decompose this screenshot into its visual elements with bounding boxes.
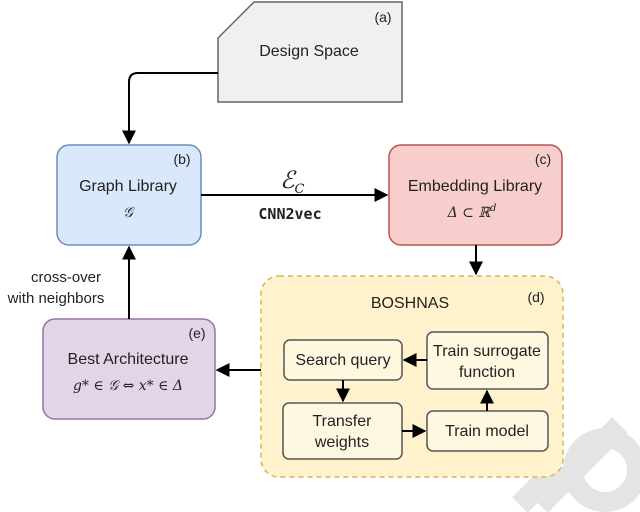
encoder-name: CNN2vec [258, 205, 321, 223]
encoder-symbol: ℰC [280, 166, 305, 197]
crossover-label-line2: with neighbors [7, 290, 105, 307]
graph-library-math: 𝒢 [123, 205, 135, 221]
embedding-library-math: Δ ⊂ ℝd [447, 203, 497, 221]
graph-library-label: Graph Library [79, 178, 177, 195]
embedding-library-tag: (c) [535, 151, 551, 167]
design-space-tag: (a) [374, 9, 391, 25]
crossover-label-line1: cross-over [31, 269, 101, 286]
design-space-label: Design Space [259, 43, 359, 60]
graph-library-tag: (b) [173, 151, 190, 167]
train-surrogate-line2: function [459, 364, 515, 381]
search-query-node: Search query [283, 339, 403, 381]
train-model-node: Train model [426, 410, 549, 452]
design-space-node: Design Space (a) [217, 1, 403, 103]
best-architecture-math: g* ∈ 𝒢 ⇔ x* ∈ Δ [73, 378, 183, 394]
boshnas-tag: (d) [527, 289, 544, 305]
transfer-weights-node: Transfer weights [282, 402, 403, 460]
train-surrogate-line1: Train surrogate [433, 343, 541, 360]
graph-library-node: Graph Library 𝒢 (b) [56, 144, 202, 246]
train-surrogate-node: Train surrogate function [426, 331, 549, 390]
train-model-label: Train model [445, 423, 529, 440]
edge-design-to-graph [122, 72, 218, 145]
transfer-weights-line1: Transfer [313, 413, 373, 430]
best-architecture-label: Best Architecture [68, 351, 189, 368]
embedding-library-label: Embedding Library [408, 178, 542, 195]
best-architecture-node: Best Architecture g* ∈ 𝒢 ⇔ x* ∈ Δ (e) [42, 318, 216, 420]
best-architecture-tag: (e) [188, 325, 205, 341]
embedding-library-node: Embedding Library Δ ⊂ ℝd (c) [388, 144, 563, 246]
search-query-label: Search query [295, 352, 390, 369]
transfer-weights-line2: weights [314, 434, 369, 451]
boshnas-label: BOSHNAS [371, 295, 449, 312]
